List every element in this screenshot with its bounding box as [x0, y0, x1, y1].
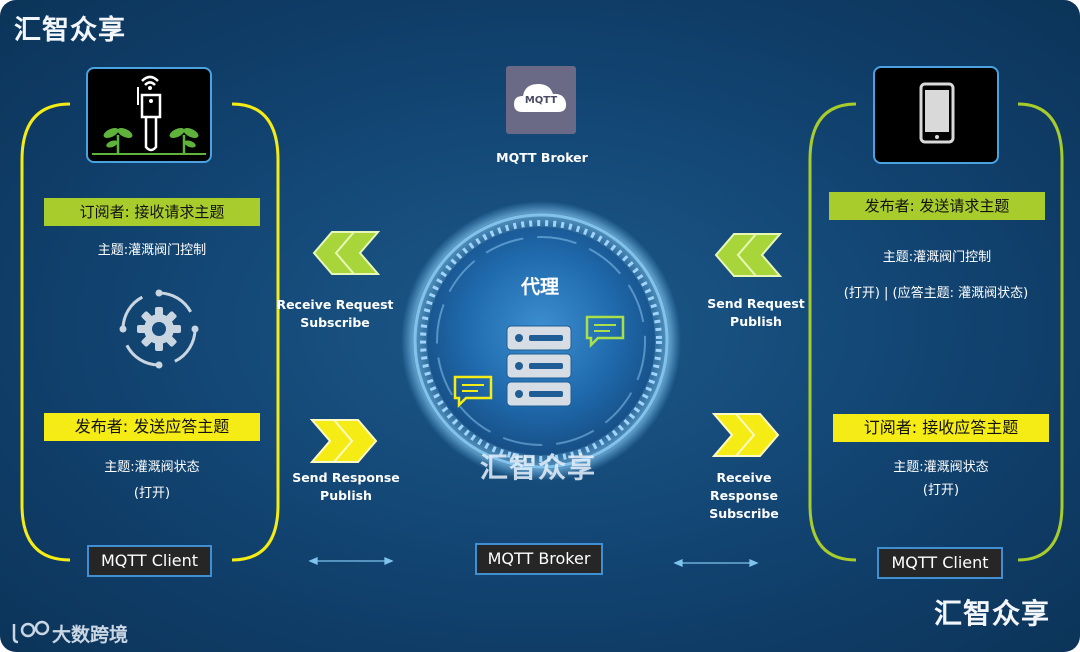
left-request-flow-label: Receive Request Subscribe	[276, 296, 394, 332]
left-request-flow-line1: Receive Request	[276, 297, 394, 312]
right-response-flow-line1: Receive Response	[710, 470, 778, 503]
left-bracket-close	[231, 102, 280, 562]
left-response-chevron-icon	[310, 419, 378, 463]
watermark-top-left: 汇智众享	[14, 15, 126, 46]
left-bracket-open	[20, 102, 71, 562]
mqtt-cloud-icon	[514, 84, 567, 112]
green-message-icon	[585, 315, 625, 348]
bottom-right-double-arrow	[673, 559, 759, 567]
left-publisher-payload: (打开)	[133, 486, 171, 501]
broker-box: MQTT Broker	[475, 543, 603, 575]
right-publisher-label: 发布者: 发送请求主题	[829, 192, 1045, 220]
watermark-center: 汇智众享	[480, 451, 597, 484]
mqtt-cloud-label: MQTT	[524, 95, 558, 106]
smartphone-icon	[919, 82, 955, 144]
right-publisher-payload: (打开) | (应答主题: 灌溉阀状态)	[843, 286, 1029, 301]
right-request-flow-line2: Publish	[730, 314, 782, 329]
right-request-chevron-icon	[714, 233, 782, 277]
right-request-flow-line1: Send Request	[707, 296, 805, 311]
broker-title: MQTT Broker	[496, 150, 588, 165]
mqtt-cloud-tile: MQTT	[506, 66, 576, 134]
left-mqtt-client-box: MQTT Client	[87, 545, 212, 577]
left-publisher-topic: 主题:灌溉阀状态	[104, 460, 200, 475]
left-request-chevron-icon	[312, 231, 380, 275]
brand-logo: 大数跨境	[10, 618, 150, 648]
right-subscriber-topic: 主题:灌溉阀状态	[893, 460, 989, 475]
right-response-flow-label: Receive Response Subscribe	[682, 469, 806, 523]
right-subscriber-label: 订阅者: 接收应答主题	[833, 414, 1049, 442]
bottom-left-double-arrow	[308, 557, 394, 565]
brand-logo-text: 大数跨境	[52, 624, 129, 646]
brand-mark-icon	[12, 620, 50, 644]
phone-device-card	[873, 66, 999, 164]
right-publisher-topic: 主题:灌溉阀门控制	[882, 250, 992, 265]
right-bracket-close	[1017, 102, 1064, 562]
watermark-bottom-right: 汇智众享	[934, 597, 1051, 630]
sensor-device-card	[86, 67, 212, 163]
right-request-flow-label: Send Request Publish	[698, 295, 814, 331]
broker-center-label: 代理	[520, 276, 559, 298]
left-subscriber-label: 订阅者: 接收请求主题	[44, 198, 260, 226]
right-response-chevron-icon	[712, 413, 780, 457]
right-mqtt-client-box: MQTT Client	[877, 547, 1003, 579]
right-bracket-open	[808, 102, 857, 562]
right-subscriber-payload: (打开)	[922, 483, 960, 498]
right-response-flow-line2: Subscribe	[709, 506, 779, 521]
left-request-flow-line2: Subscribe	[300, 315, 370, 330]
yellow-message-icon	[453, 375, 493, 408]
processing-gear-icon	[119, 289, 199, 369]
soil-sensor-icon	[92, 75, 206, 155]
left-response-flow-label: Send Response Publish	[288, 469, 404, 505]
left-response-flow-line2: Publish	[320, 488, 372, 503]
left-publisher-label: 发布者: 发送应答主题	[44, 413, 260, 441]
left-response-flow-line1: Send Response	[292, 470, 400, 485]
server-icon	[506, 325, 572, 407]
left-subscriber-topic: 主题:灌溉阀门控制	[97, 243, 207, 258]
